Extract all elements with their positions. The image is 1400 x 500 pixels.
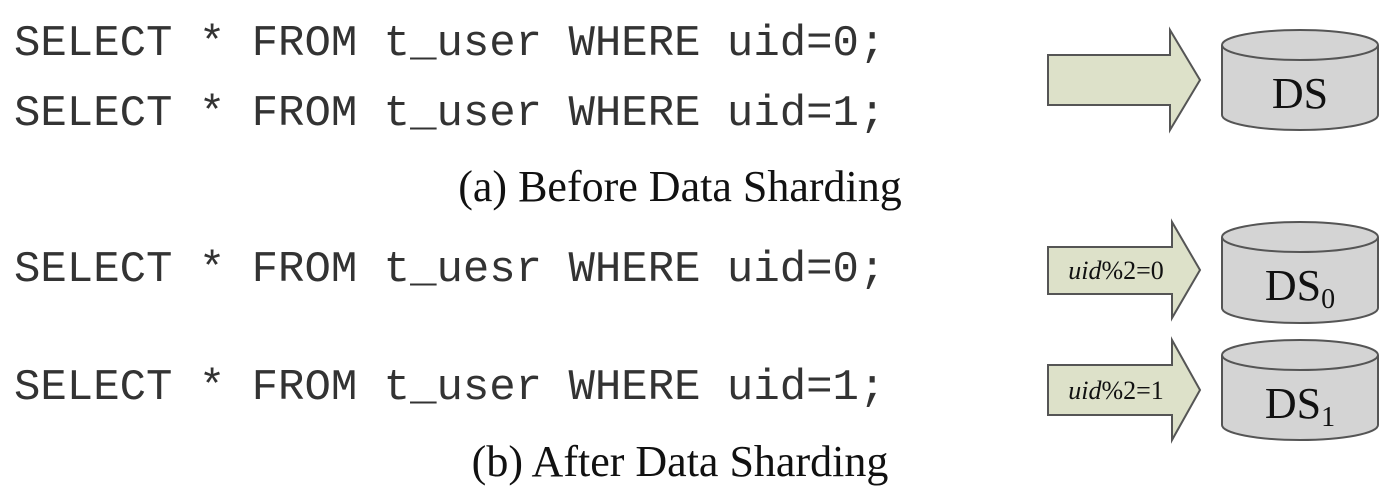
caption-after-sharding: (b) After Data Sharding: [471, 437, 889, 486]
sharding-rule-label-1: uid%2=1: [1068, 376, 1164, 405]
datasource-sub-b0: 0: [1321, 284, 1335, 315]
sharding-rule-var-0: uid: [1068, 256, 1102, 285]
sql-query-a-0: SELECT * FROM t_user WHERE uid=0;: [14, 19, 886, 69]
datasource-cylinder-a: DS: [1221, 29, 1379, 131]
routing-arrow-a: [1047, 26, 1202, 134]
datasource-name-b1: DS: [1265, 379, 1321, 428]
sharding-rule-var-1: uid: [1068, 376, 1102, 405]
caption-before-sharding: (a) Before Data Sharding: [458, 162, 902, 211]
sharding-rule-expr-0: %2=0: [1101, 256, 1163, 285]
datasource-sub-b1: 1: [1321, 402, 1335, 433]
datasource-label-a: DS: [1272, 69, 1328, 118]
datasource-label-b0: DS0: [1265, 261, 1335, 315]
sharding-rule-expr-1: %2=1: [1101, 376, 1163, 405]
datasource-name-b0: DS: [1265, 261, 1321, 310]
sql-query-b-1: SELECT * FROM t_user WHERE uid=1;: [14, 363, 886, 413]
datasource-cylinder-b0: DS0: [1221, 221, 1379, 324]
sql-query-a-1: SELECT * FROM t_user WHERE uid=1;: [14, 89, 886, 139]
sharding-rule-label-0: uid%2=0: [1068, 256, 1164, 285]
datasource-label-b1: DS1: [1265, 379, 1335, 433]
routing-arrow-b0: [1047, 218, 1202, 322]
routing-arrow-b1: [1047, 336, 1202, 444]
datasource-cylinder-b1: DS1: [1221, 339, 1379, 441]
sql-query-b-0: SELECT * FROM t_uesr WHERE uid=0;: [14, 245, 886, 295]
